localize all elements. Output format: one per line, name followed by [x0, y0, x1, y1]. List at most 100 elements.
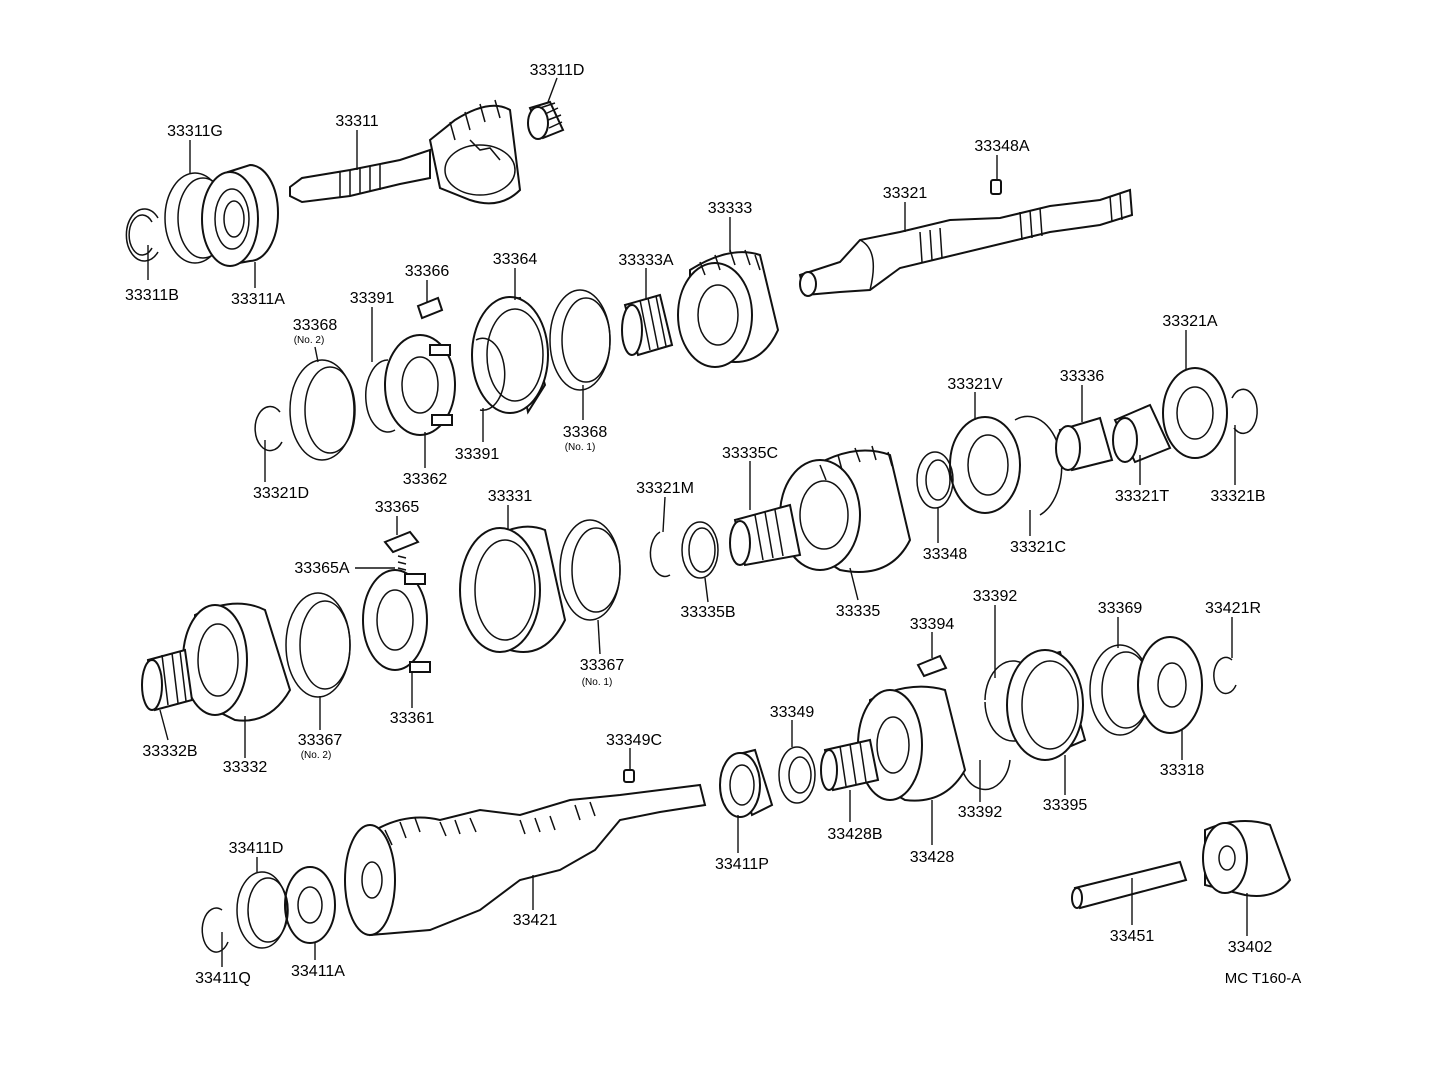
part-33331	[459, 525, 567, 653]
label-33402: 33402	[1228, 939, 1273, 956]
part-33332B	[141, 648, 194, 712]
part-33365	[383, 530, 420, 554]
part-33364	[471, 296, 549, 415]
part-33395	[1006, 649, 1087, 761]
label-33368-no1: 33368	[563, 424, 608, 441]
label-33311G: 33311G	[167, 123, 223, 140]
label-33421R: 33421R	[1205, 600, 1261, 617]
label-33348: 33348	[923, 546, 968, 563]
label-33411P: 33411P	[715, 856, 769, 873]
label-33333: 33333	[708, 200, 753, 217]
diagram-code: MC T160-A	[1225, 970, 1301, 987]
part-33421R	[1213, 656, 1237, 695]
label-33335: 33335	[836, 603, 881, 620]
label-33367-no2-sub: (No. 2)	[301, 750, 332, 761]
label-33332B: 33332B	[142, 743, 197, 760]
part-33402	[1202, 820, 1292, 897]
label-33368-no2-sub: (No. 2)	[294, 335, 325, 346]
part-33311B	[125, 208, 159, 262]
label-33321: 33321	[883, 185, 928, 202]
part-33349	[778, 746, 816, 804]
label-33421: 33421	[513, 912, 558, 929]
label-33311B: 33311B	[125, 287, 179, 304]
part-33366	[416, 296, 444, 320]
part-33367-no1	[559, 519, 621, 621]
part-33421	[344, 783, 707, 937]
label-33395: 33395	[1043, 797, 1088, 814]
label-33391-a: 33391	[350, 290, 395, 307]
part-labels: 33311D 33311 33311G 33311B 33311A 33348A…	[125, 62, 1301, 987]
part-33349C	[623, 769, 635, 783]
label-33364: 33364	[493, 251, 538, 268]
part-33321M	[649, 531, 671, 578]
label-33451: 33451	[1110, 928, 1155, 945]
label-33311: 33311	[335, 113, 378, 130]
part-33368-no1	[549, 289, 611, 391]
part-33321	[798, 188, 1134, 297]
part-33318	[1137, 636, 1203, 734]
label-33349: 33349	[770, 704, 815, 721]
part-33348A	[990, 179, 1002, 195]
label-33411Q: 33411Q	[195, 970, 251, 987]
label-33335C: 33335C	[722, 445, 778, 462]
part-33311D	[527, 100, 565, 140]
label-33428B: 33428B	[827, 826, 882, 843]
part-33335B	[681, 521, 719, 579]
part-33321T	[1112, 403, 1172, 464]
part-33428B	[820, 738, 880, 792]
label-33321V: 33321V	[947, 376, 1002, 393]
label-33365: 33365	[375, 499, 420, 516]
label-33366: 33366	[405, 263, 450, 280]
label-33321C: 33321C	[1010, 539, 1066, 556]
label-33349C: 33349C	[606, 732, 662, 749]
part-33362	[384, 334, 456, 436]
part-33451	[1071, 860, 1188, 910]
part-33428	[857, 685, 967, 802]
label-33311A: 33311A	[231, 291, 285, 308]
part-33321V	[949, 416, 1021, 514]
label-33311D: 33311D	[530, 62, 585, 79]
part-33411Q	[201, 907, 229, 953]
label-33333A: 33333A	[618, 252, 673, 269]
label-33321D: 33321D	[253, 485, 309, 502]
part-33336	[1055, 416, 1114, 472]
part-33411D	[236, 871, 289, 949]
part-33311	[289, 99, 522, 205]
part-33368-no2	[289, 359, 356, 461]
label-33367-no1: 33367	[580, 657, 625, 674]
part-33394	[916, 654, 948, 678]
part-33411P	[719, 748, 774, 818]
label-33332: 33332	[223, 759, 268, 776]
label-33394: 33394	[910, 616, 955, 633]
part-33321A	[1162, 367, 1228, 459]
part-33348	[916, 451, 954, 509]
part-33391-a	[365, 359, 396, 433]
label-33365A: 33365A	[294, 560, 349, 577]
label-33321M: 33321M	[636, 480, 694, 497]
part-33332	[182, 602, 292, 722]
part-33392-b	[958, 749, 1011, 791]
part-33333	[677, 249, 780, 368]
label-33335B: 33335B	[680, 604, 735, 621]
part-33321C	[1014, 415, 1063, 516]
part-33321D	[254, 405, 283, 452]
label-33331: 33331	[488, 488, 533, 505]
part-33335C	[729, 503, 802, 567]
label-33321A: 33321A	[1162, 313, 1217, 330]
label-33428: 33428	[910, 849, 955, 866]
part-33335	[779, 445, 912, 573]
part-33321B	[1231, 388, 1258, 435]
label-33321B: 33321B	[1210, 488, 1265, 505]
label-33391-b: 33391	[455, 446, 500, 463]
label-33361: 33361	[390, 710, 435, 727]
part-33311A	[201, 163, 279, 267]
label-33362: 33362	[403, 471, 448, 488]
label-33411A: 33411A	[291, 963, 345, 980]
label-33411D: 33411D	[229, 840, 284, 857]
label-33368-no2: 33368	[293, 317, 338, 334]
label-33392-a: 33392	[973, 588, 1018, 605]
label-33367-no2: 33367	[298, 732, 343, 749]
leader-lines	[147, 77, 1248, 967]
label-33367-no1-sub: (No. 1)	[582, 677, 613, 688]
part-33391-b	[475, 337, 506, 412]
